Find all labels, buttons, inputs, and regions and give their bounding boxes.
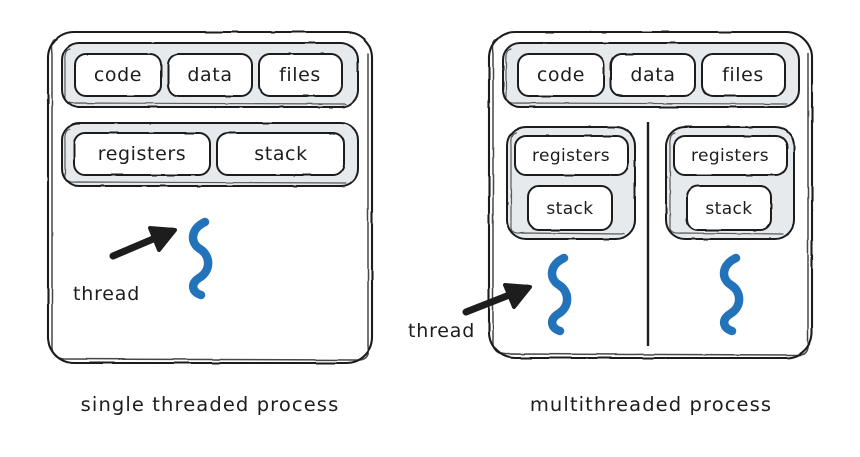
thread-label-single: thread — [73, 283, 140, 305]
thread-pointer-arrow-single — [109, 226, 177, 260]
box-data-single[interactable]: data — [167, 53, 253, 97]
box-files-multi[interactable]: files — [701, 53, 786, 97]
box-code-multi[interactable]: code — [517, 53, 605, 97]
caption-single-threaded: single threaded process — [81, 393, 340, 416]
thread-resources-group-multi-1: registers stack — [506, 126, 636, 240]
thread-label-multi: thread — [408, 320, 475, 342]
thread-resources-group-single: registers stack — [61, 122, 359, 187]
thread-squiggle-single — [188, 217, 213, 300]
box-label: stack — [254, 143, 307, 165]
box-stack-single[interactable]: stack — [216, 132, 345, 176]
box-label: files — [279, 64, 321, 86]
thread-pointer-arrow-multi — [462, 283, 532, 316]
box-label: registers — [691, 146, 769, 166]
shared-resources-group-multi: code data files — [502, 42, 800, 108]
panel-multithreaded: code data files — [408, 30, 814, 416]
box-data-multi[interactable]: data — [610, 53, 696, 97]
box-label: registers — [98, 143, 187, 165]
box-label: files — [722, 64, 764, 86]
box-code-single[interactable]: code — [74, 53, 162, 97]
box-label: data — [187, 64, 232, 86]
caption-multithreaded: multithreaded process — [530, 393, 772, 416]
box-label: stack — [705, 199, 752, 219]
box-registers-multi-1[interactable]: registers — [514, 135, 629, 176]
box-label: data — [630, 64, 675, 86]
panel-single-threaded: code data files — [46, 30, 374, 416]
box-label: code — [94, 64, 142, 86]
box-label: registers — [532, 146, 610, 166]
shared-resources-group-single: code data files — [61, 42, 359, 108]
box-label: stack — [546, 199, 593, 219]
box-stack-multi-2[interactable]: stack — [686, 185, 772, 231]
thread-squiggle-multi-1 — [547, 253, 572, 336]
box-files-single[interactable]: files — [258, 53, 343, 97]
box-registers-single[interactable]: registers — [73, 132, 211, 176]
thread-resources-group-multi-2: registers stack — [665, 126, 795, 240]
process-boundary-multi — [487, 30, 814, 360]
process-boundary-single — [46, 30, 374, 365]
thread-squiggle-multi-2 — [719, 253, 744, 336]
box-registers-multi-2[interactable]: registers — [673, 135, 788, 176]
box-stack-multi-1[interactable]: stack — [527, 185, 613, 231]
box-label: code — [537, 64, 585, 86]
